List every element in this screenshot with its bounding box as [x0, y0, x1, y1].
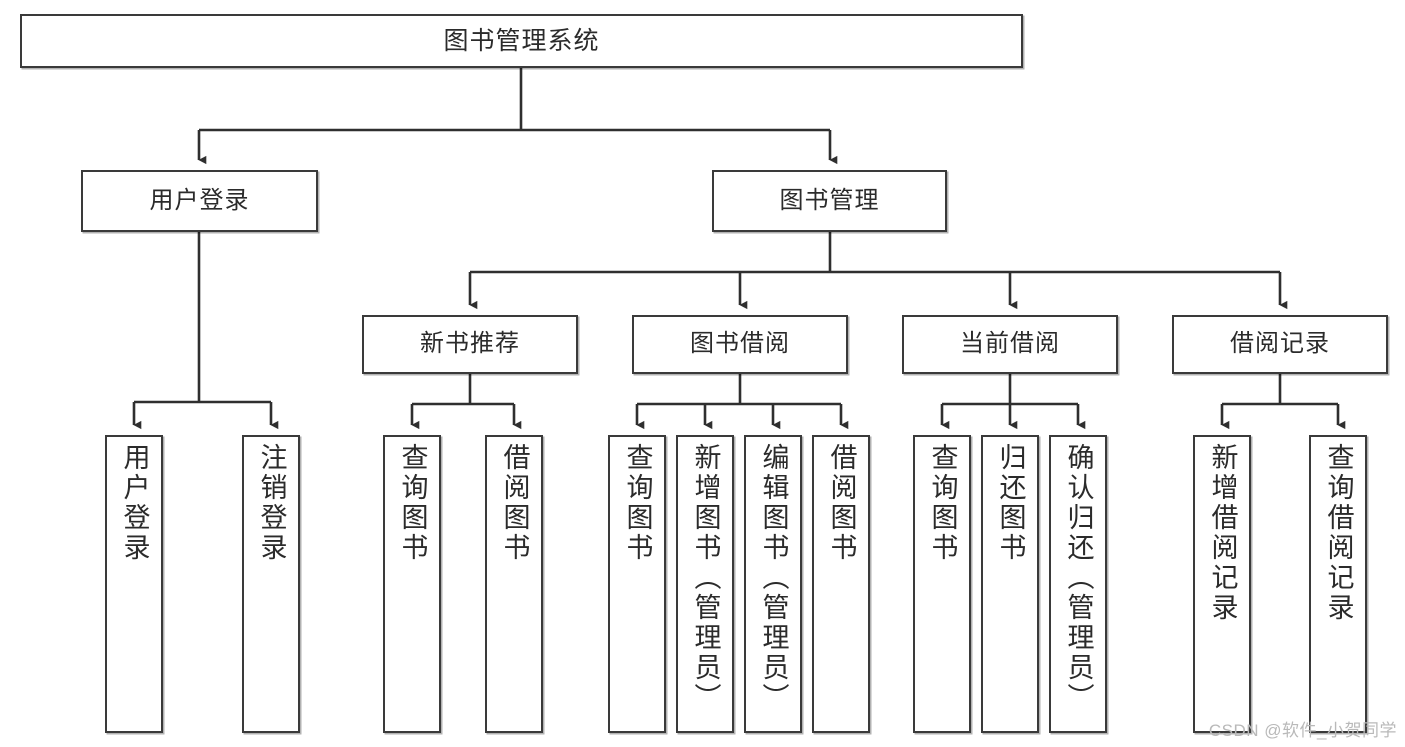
node-label: 图书管理 — [779, 186, 880, 214]
leaf-book-borrow-add[interactable]: 新增图书（管理员） — [676, 435, 734, 733]
node-label: 查询借阅记录 — [1323, 443, 1354, 623]
leaf-borrow-record-add[interactable]: 新增借阅记录 — [1193, 435, 1251, 733]
node-user-login[interactable]: 用户登录 — [81, 170, 318, 232]
leaf-current-borrow-query[interactable]: 查询图书 — [913, 435, 971, 733]
node-label: 查询图书 — [397, 443, 428, 563]
node-book-borrow[interactable]: 图书借阅 — [632, 315, 848, 374]
leaf-new-book-query[interactable]: 查询图书 — [383, 435, 441, 733]
leaf-book-borrow-borrow[interactable]: 借阅图书 — [812, 435, 870, 733]
leaf-borrow-record-query[interactable]: 查询借阅记录 — [1309, 435, 1367, 733]
leaf-book-borrow-query[interactable]: 查询图书 — [608, 435, 666, 733]
node-label: 图书借阅 — [690, 330, 790, 358]
node-book-management[interactable]: 图书管理 — [712, 170, 947, 232]
node-label: 借阅记录 — [1230, 330, 1330, 358]
node-label: 查询图书 — [622, 443, 653, 563]
node-label: 借阅图书 — [499, 443, 530, 563]
node-label: 查询图书 — [927, 443, 958, 563]
node-label: 图书管理系统 — [443, 27, 600, 55]
node-new-book-recommend[interactable]: 新书推荐 — [362, 315, 578, 374]
node-label: 借阅图书 — [826, 443, 857, 563]
node-label: 确认归还（管理员） — [1063, 443, 1094, 713]
node-label: 注销登录 — [256, 443, 287, 563]
node-label: 新书推荐 — [420, 330, 520, 358]
node-root-system[interactable]: 图书管理系统 — [20, 14, 1023, 68]
node-label: 归还图书 — [995, 443, 1026, 563]
leaf-current-borrow-confirm-return[interactable]: 确认归还（管理员） — [1049, 435, 1107, 733]
leaf-user-login-logout[interactable]: 注销登录 — [242, 435, 300, 733]
leaf-book-borrow-edit[interactable]: 编辑图书（管理员） — [744, 435, 802, 733]
node-label: 用户登录 — [149, 186, 250, 214]
node-label: 当前借阅 — [960, 330, 1060, 358]
watermark: CSDN @软件_小贺同学 — [1208, 721, 1397, 740]
node-current-borrow[interactable]: 当前借阅 — [902, 315, 1118, 374]
leaf-new-book-borrow[interactable]: 借阅图书 — [485, 435, 543, 733]
leaf-user-login-login[interactable]: 用户登录 — [105, 435, 163, 733]
node-label: 用户登录 — [119, 443, 150, 563]
node-borrow-record[interactable]: 借阅记录 — [1172, 315, 1388, 374]
node-label: 新增借阅记录 — [1207, 443, 1238, 623]
leaf-current-borrow-return[interactable]: 归还图书 — [981, 435, 1039, 733]
node-label: 编辑图书（管理员） — [758, 443, 789, 713]
node-label: 新增图书（管理员） — [690, 443, 721, 713]
